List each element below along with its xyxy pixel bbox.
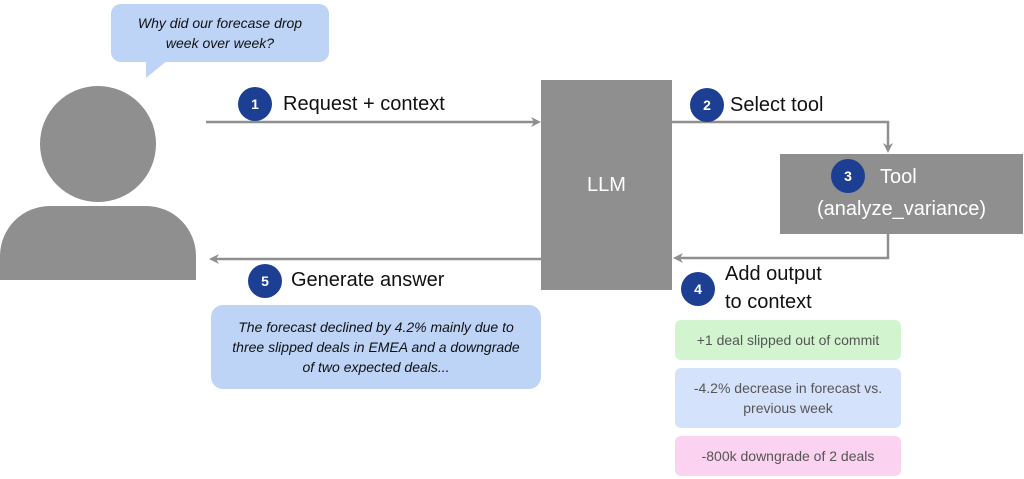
- output-text-downgrade: -800k downgrade of 2 deals: [701, 448, 875, 464]
- output-box-slipped-deal: +1 deal slipped out of commit: [675, 320, 901, 360]
- answer-bubble: The forecast declined by 4.2% mainly due…: [211, 305, 541, 389]
- tool-box: Tool (analyze_variance): [780, 154, 1023, 234]
- output-text-slipped-deal: +1 deal slipped out of commit: [696, 332, 880, 348]
- step-2-number: 2: [703, 97, 711, 113]
- question-bubble-tail: [146, 60, 168, 78]
- output-box-downgrade: -800k downgrade of 2 deals: [675, 436, 901, 476]
- step-4-label-line2: to context: [725, 291, 812, 313]
- output-text-forecast-decrease: -4.2% decrease in forecast vs. previous …: [693, 380, 883, 416]
- tool-title: Tool: [880, 166, 917, 188]
- step-2-label: Select tool: [730, 94, 824, 116]
- llm-label: LLM: [587, 173, 626, 196]
- question-bubble: Why did our forecase drop week over week…: [111, 4, 329, 62]
- llm-box: LLM: [541, 80, 672, 290]
- step-5-label: Generate answer: [291, 269, 445, 291]
- step-4-number: 4: [694, 281, 702, 297]
- step-4-badge: 4: [681, 272, 715, 306]
- question-text: Why did our forecase drop week over week…: [137, 15, 303, 51]
- step-2-badge: 2: [690, 88, 724, 122]
- step-4-label-line1: Add output: [725, 263, 822, 285]
- step-3-number: 3: [844, 168, 852, 184]
- user-head-icon: [40, 86, 156, 202]
- arrow-add-output: [673, 234, 890, 263]
- user-body-icon: [0, 206, 196, 280]
- tool-name: (analyze_variance): [817, 198, 986, 220]
- answer-text: The forecast declined by 4.2% mainly due…: [232, 319, 520, 375]
- step-1-number: 1: [251, 96, 259, 112]
- step-3-badge: 3: [831, 159, 865, 193]
- step-1-label: Request + context: [283, 93, 445, 115]
- output-box-forecast-decrease: -4.2% decrease in forecast vs. previous …: [675, 368, 901, 428]
- step-5-number: 5: [261, 273, 269, 289]
- arrow-select-tool: [672, 120, 893, 153]
- step-5-badge: 5: [248, 264, 282, 298]
- step-1-badge: 1: [238, 87, 272, 121]
